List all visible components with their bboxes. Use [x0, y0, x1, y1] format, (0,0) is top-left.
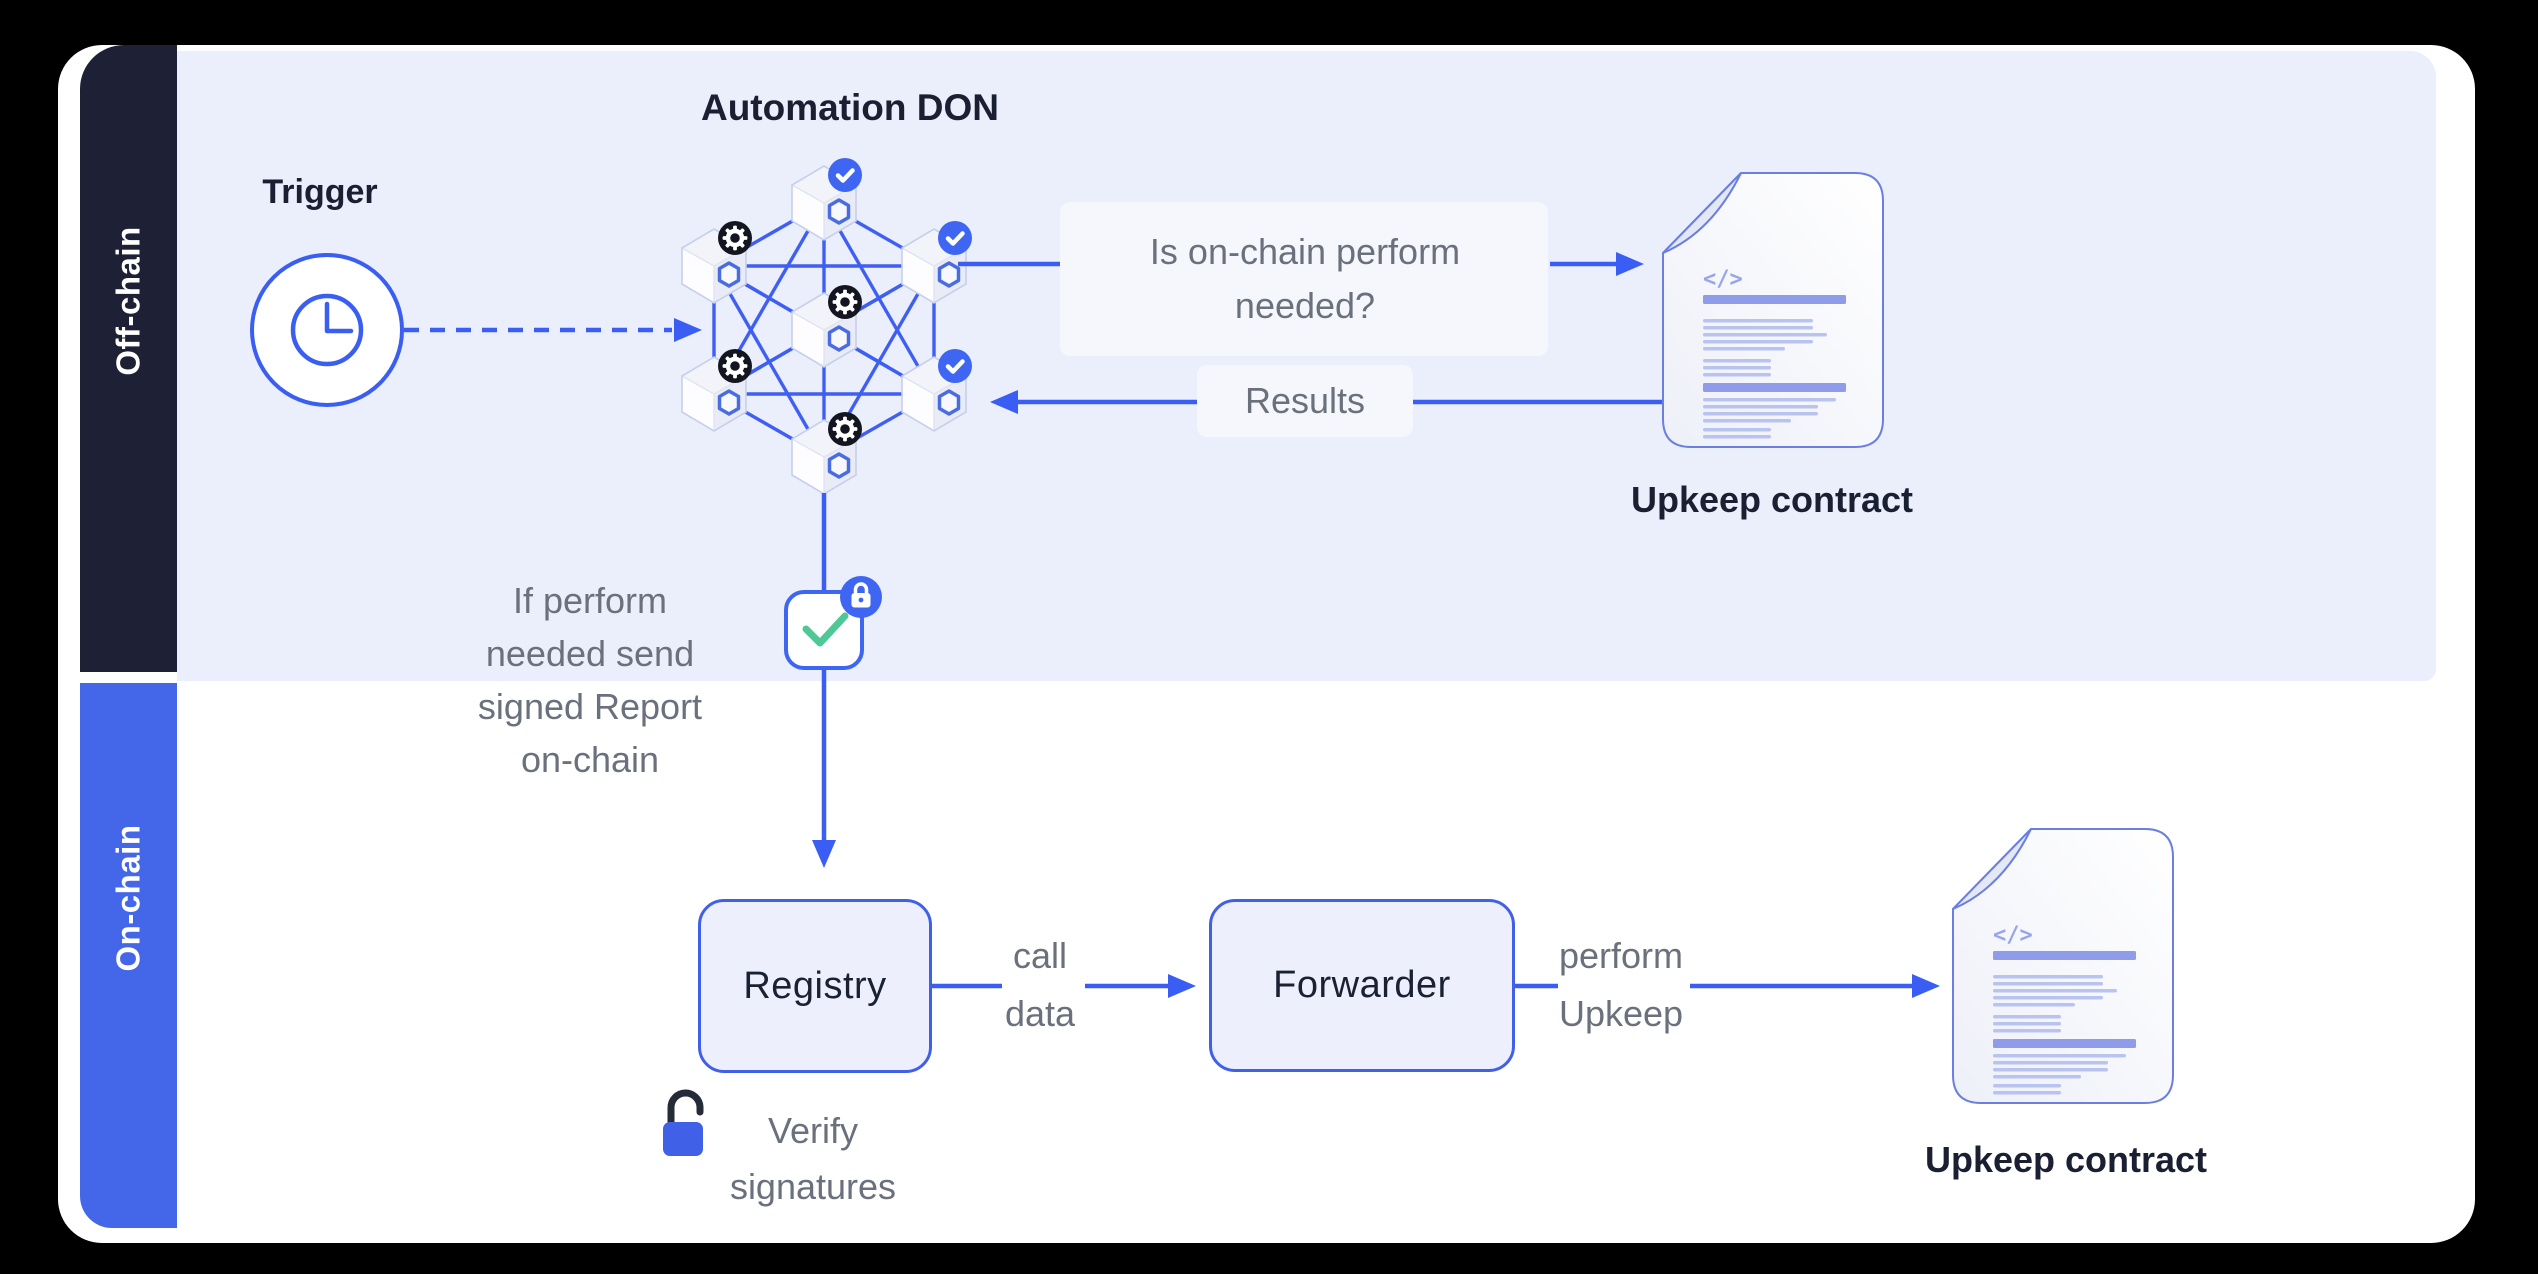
- upkeep-contract-top-icon: [1663, 173, 1883, 447]
- clock-icon: [250, 253, 404, 407]
- report-note-line3: signed Report: [477, 686, 703, 727]
- verify-signatures-label: Verify signatures: [693, 1103, 933, 1215]
- report-note-line2: needed send: [485, 633, 695, 674]
- checkmark-box-icon: [784, 576, 882, 670]
- perform-upkeep-label: perform Upkeep: [1521, 927, 1721, 1043]
- trigger-label: Trigger: [262, 173, 378, 211]
- lane-off-chain: Off-chain: [80, 45, 177, 672]
- question-label-band: [1060, 202, 1548, 356]
- results-label-band: [1197, 365, 1413, 437]
- verify-line2: signatures: [729, 1166, 897, 1207]
- upkeep-contract-bottom-label: Upkeep contract: [1924, 1139, 2208, 1180]
- call-data-arrow: [932, 974, 1196, 998]
- lock-badge-icon: [840, 576, 882, 618]
- report-note-line4: on-chain: [520, 739, 660, 780]
- upkeep-contract-bottom-icon: [1953, 829, 2173, 1103]
- perform-upkeep-arrow: [1515, 974, 1940, 998]
- results-label: Results: [1244, 380, 1366, 421]
- forwarder-box: Forwarder: [1209, 899, 1515, 1072]
- call-data-line2: data: [1004, 993, 1076, 1034]
- trigger-arrow: [404, 318, 702, 342]
- question-arrow: [958, 252, 1644, 276]
- call-data-line1: call: [1012, 935, 1068, 976]
- question-line1: Is on-chain perform: [1149, 231, 1461, 272]
- don-network: [680, 158, 972, 496]
- perform-upkeep-line2: Upkeep: [1558, 993, 1684, 1034]
- lane-on-chain: On-chain: [80, 683, 177, 1228]
- registry-label: Registry: [743, 964, 887, 1007]
- question-label: Is on-chain perform needed?: [1105, 225, 1505, 333]
- verify-line1: Verify: [767, 1110, 859, 1151]
- results-arrow: [990, 390, 1662, 414]
- upkeep-contract-top-label: Upkeep contract: [1630, 479, 1914, 520]
- automation-don-title: Automation DON: [700, 87, 1000, 128]
- call-data-label: call data: [960, 927, 1120, 1043]
- registry-box: Registry: [698, 899, 932, 1073]
- forwarder-label: Forwarder: [1273, 964, 1451, 1006]
- question-line2: needed?: [1234, 285, 1376, 326]
- report-note-line1: If perform: [512, 580, 668, 621]
- perform-upkeep-line1: perform: [1558, 935, 1684, 976]
- unlock-icon: [663, 1089, 704, 1156]
- report-note: If perform needed send signed Report on-…: [440, 574, 740, 786]
- report-arrow: [812, 493, 836, 868]
